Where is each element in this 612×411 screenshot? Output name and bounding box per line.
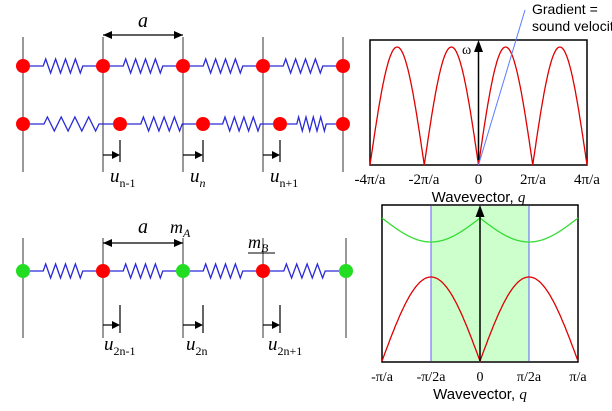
lattice-constant-arrow: [103, 31, 183, 39]
diatomic-dispersion-plot: -π/a -π/2a 0 π/2a π/a Wavevector, q: [371, 204, 587, 403]
diatomic-chain-diagram: a mA mB u2n-1 u2n u2n+1: [16, 216, 353, 358]
tick-label: -π/a: [371, 370, 394, 385]
tick-label: π/a: [569, 370, 587, 385]
tick-label: 0: [475, 172, 483, 188]
lattice-constant-label: a: [138, 10, 148, 32]
atom-red: [96, 264, 110, 278]
spring-row: [30, 262, 339, 280]
omega-axis-arrowhead: [474, 40, 483, 52]
mass-a-label: mA: [170, 217, 191, 240]
gradient-annotation-2: sound velocity: [532, 18, 612, 34]
monatomic-chain-diagram: a: [16, 10, 350, 190]
tick-label: π/2a: [517, 370, 542, 385]
omega-label: ω: [462, 43, 471, 58]
atom: [336, 59, 350, 73]
tick-label: 0: [477, 370, 484, 385]
atom-green: [16, 264, 30, 278]
spring: [270, 57, 336, 75]
displaced-atom: [273, 117, 287, 131]
spring: [110, 262, 176, 280]
atom-green: [339, 264, 353, 278]
tick-label: -2π/a: [409, 172, 440, 188]
tick-label: -4π/a: [355, 172, 386, 188]
displacement-label-u-2n: u2n: [186, 334, 208, 358]
spring: [127, 115, 196, 133]
gradient-line: [478, 9, 526, 166]
tick-label: 4π/a: [574, 172, 600, 188]
atom: [256, 59, 270, 73]
tick-label: 2π/a: [520, 172, 546, 188]
displaced-atom: [336, 117, 350, 131]
displacement-label-u-n-1: un-1: [110, 166, 136, 190]
atom-red: [256, 264, 270, 278]
lattice-constant-label-diatomic: a: [138, 216, 148, 238]
atom: [96, 59, 110, 73]
spring: [287, 114, 336, 134]
spring: [110, 57, 176, 75]
lattice-constant-arrow-diatomic: [103, 239, 183, 247]
x-axis-label: Wavevector, q: [432, 189, 526, 206]
displacement-label-u-n+1: un+1: [270, 166, 298, 190]
monatomic-dispersion-plot: ω Gradient = sound velocity -4π/a -2π/a …: [355, 1, 612, 206]
spring: [30, 57, 96, 75]
displacement-label-u-2n+1: u2n+1: [268, 334, 302, 358]
spring: [190, 57, 256, 75]
spring: [270, 262, 339, 280]
x-axis-label: Wavevector, q: [433, 386, 527, 403]
spring-row: [30, 57, 336, 75]
atom: [16, 59, 30, 73]
spring: [30, 262, 96, 280]
displaced-atom: [16, 117, 30, 131]
gradient-annotation: Gradient =: [532, 1, 598, 17]
spring: [210, 114, 273, 134]
spring-row: [30, 114, 336, 134]
mass-b-label: mB: [248, 232, 269, 255]
displaced-atom: [113, 117, 127, 131]
tick-label: -π/2a: [417, 370, 447, 385]
atom: [176, 59, 190, 73]
displacement-label-u-n: un: [190, 166, 206, 190]
spring: [190, 262, 256, 280]
spring: [30, 115, 113, 133]
omega-axis-arrowhead: [475, 205, 485, 217]
atom-green: [176, 264, 190, 278]
displaced-atom: [196, 117, 210, 131]
displacement-label-u-2n-1: u2n-1: [104, 334, 136, 358]
